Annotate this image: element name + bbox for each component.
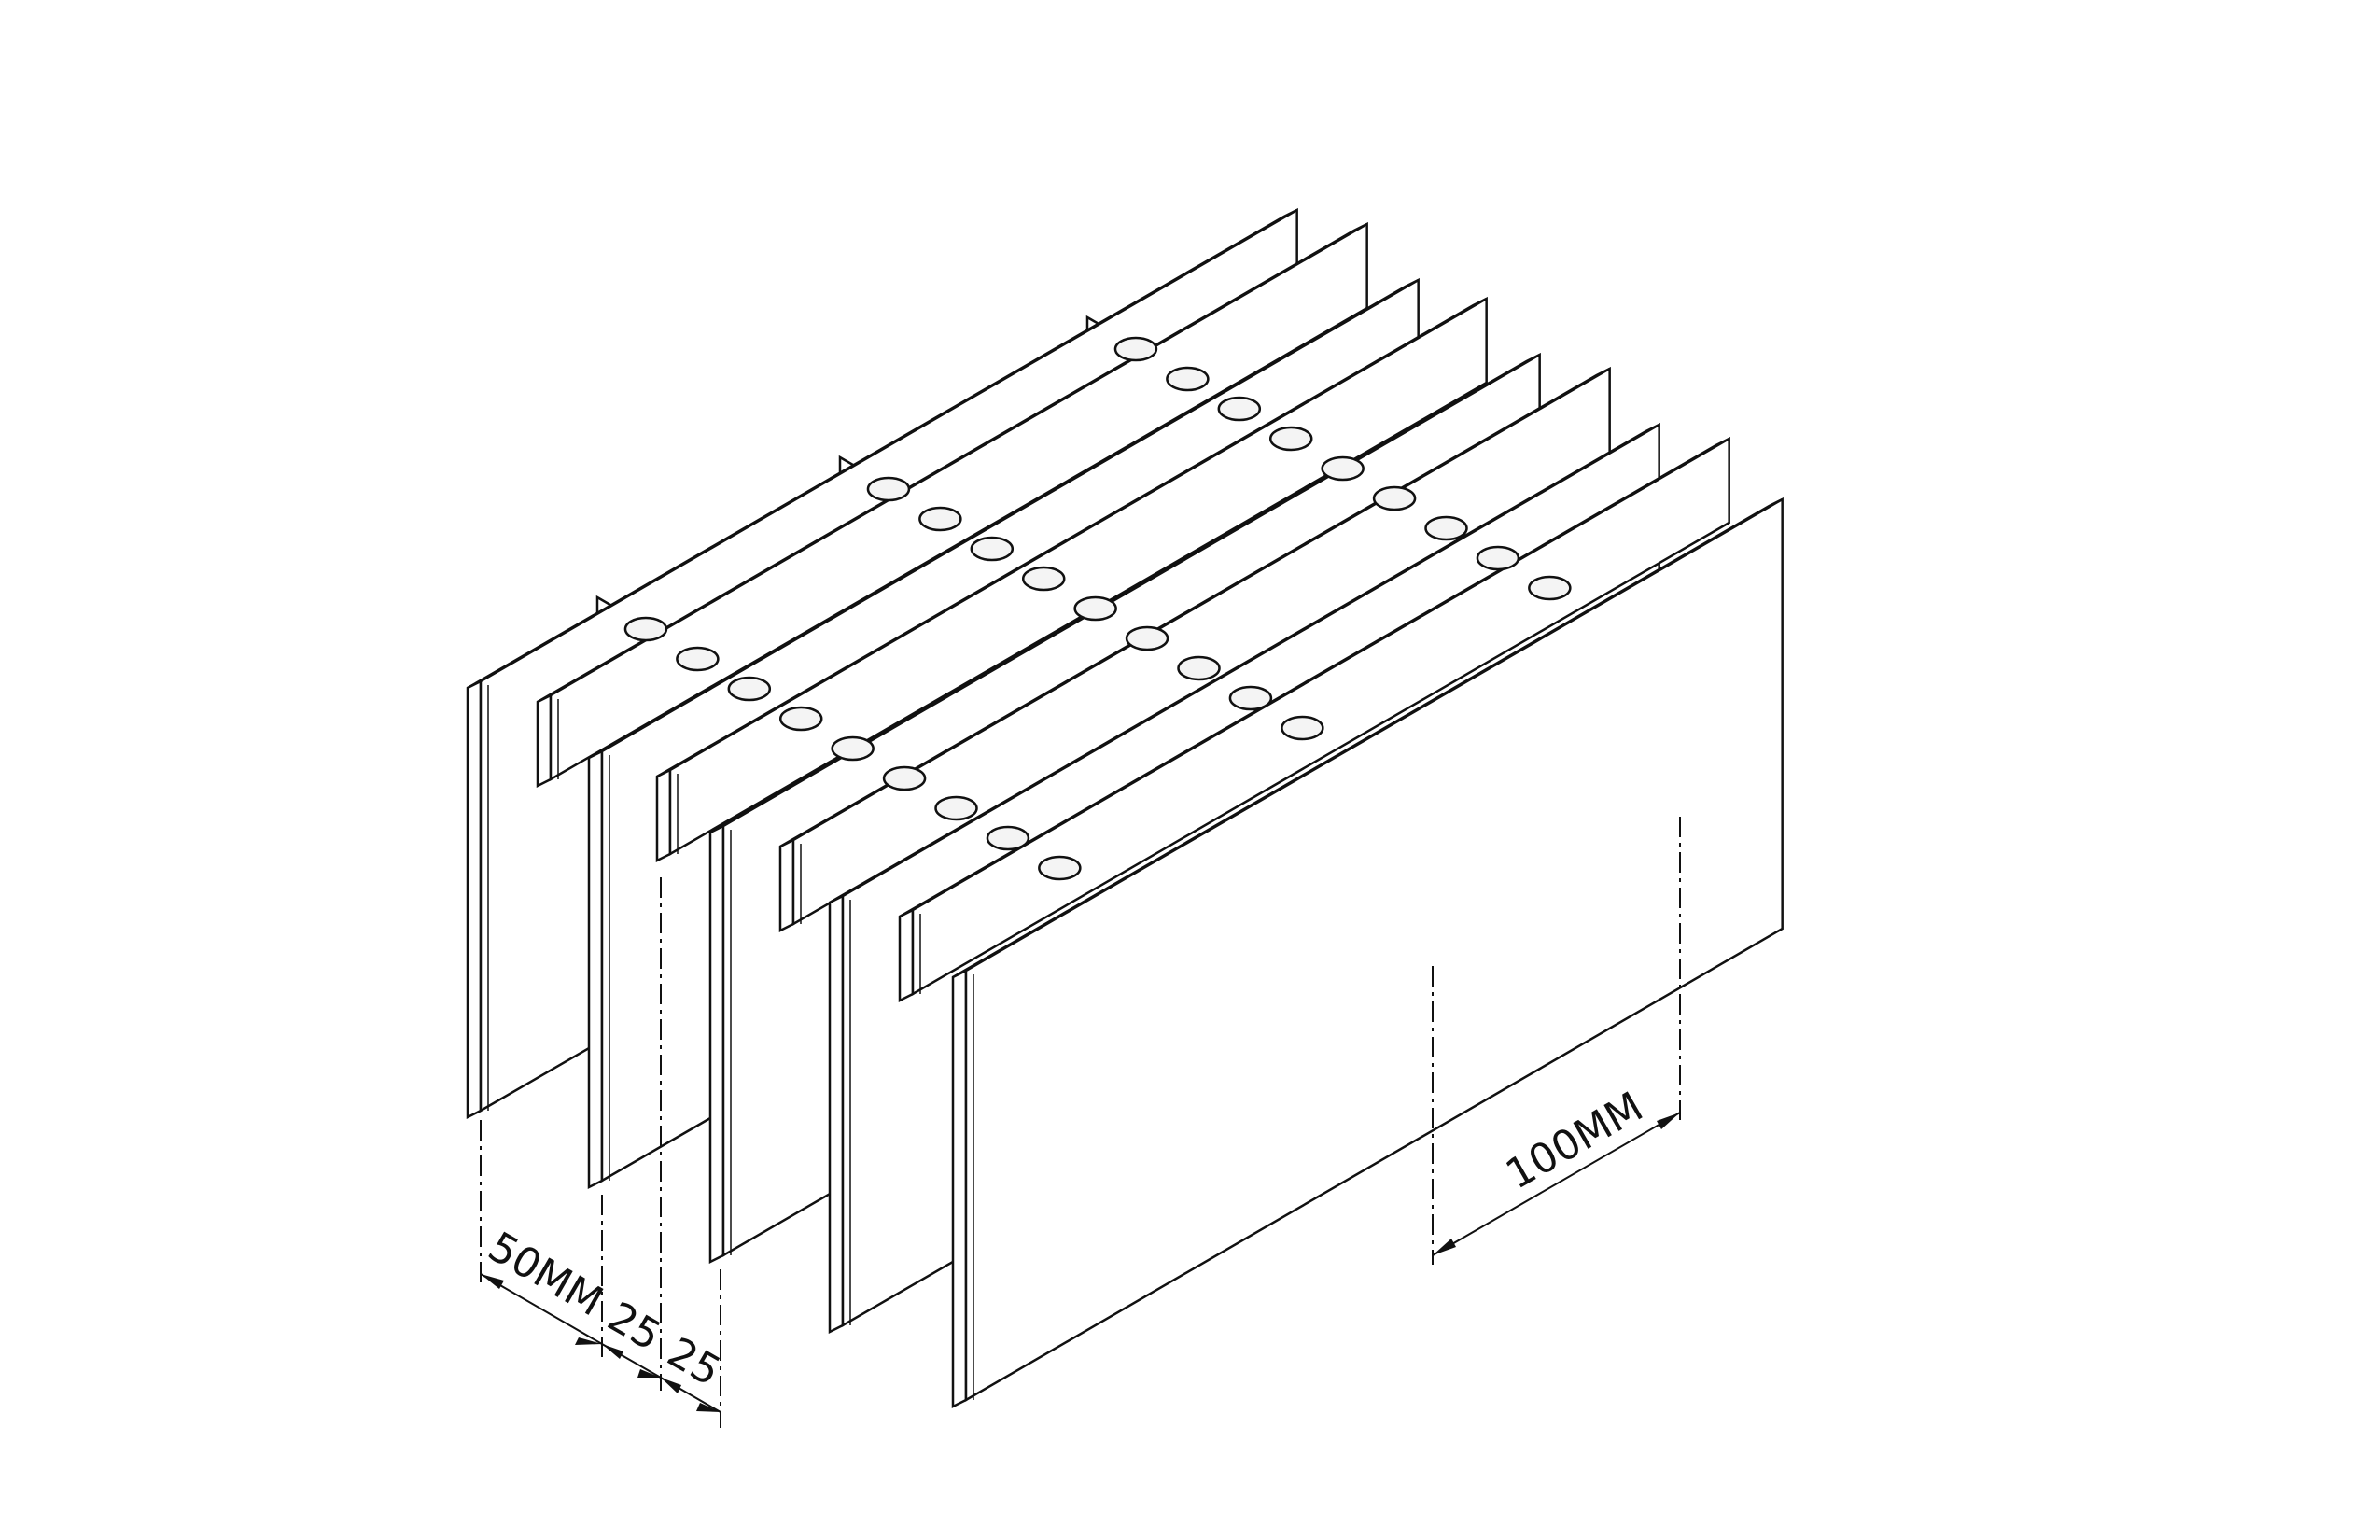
weld-node bbox=[918, 506, 962, 532]
weld-node bbox=[1372, 485, 1417, 511]
arrowhead bbox=[1433, 1239, 1456, 1255]
weld-node bbox=[1021, 566, 1066, 592]
arrowhead bbox=[696, 1403, 721, 1412]
bar-end-face bbox=[778, 837, 795, 933]
weld-node bbox=[1281, 715, 1324, 741]
arrowhead bbox=[661, 1378, 681, 1393]
bar-end-face bbox=[951, 968, 968, 1409]
bar-end-face bbox=[898, 907, 915, 1003]
weld-node bbox=[1125, 625, 1169, 651]
weld-node bbox=[1424, 515, 1468, 541]
weld-node bbox=[882, 765, 927, 791]
weld-node bbox=[1073, 595, 1117, 622]
arrowhead bbox=[575, 1337, 602, 1345]
bar-end-face bbox=[466, 679, 483, 1120]
weld-node bbox=[1228, 685, 1273, 711]
bearing-bars bbox=[466, 207, 1784, 1409]
weld-node bbox=[831, 735, 875, 762]
weld-node bbox=[1038, 855, 1082, 881]
arrowhead bbox=[481, 1274, 504, 1289]
weld-node bbox=[1166, 366, 1210, 392]
bar-face bbox=[911, 436, 1730, 997]
dimension-line-100 bbox=[1432, 1112, 1681, 1256]
weld-node bbox=[1476, 545, 1520, 571]
arrowhead bbox=[1657, 1113, 1680, 1129]
bar-face bbox=[964, 497, 1784, 1403]
weld-node bbox=[1217, 396, 1262, 422]
bar-end-face bbox=[655, 767, 672, 863]
weld-node bbox=[778, 706, 823, 732]
arrowhead bbox=[637, 1369, 661, 1378]
weld-node bbox=[727, 676, 772, 702]
weld-nodes bbox=[623, 336, 1572, 881]
weld-node bbox=[1113, 336, 1158, 362]
weld-node bbox=[934, 795, 978, 821]
weld-node bbox=[1268, 426, 1313, 452]
bar-end-face bbox=[587, 749, 604, 1190]
weld-node bbox=[986, 825, 1030, 851]
dimension-label-100mm: 100MM bbox=[1498, 1083, 1651, 1198]
weld-node bbox=[1177, 655, 1221, 681]
weld-node bbox=[866, 476, 911, 502]
weld-node bbox=[676, 646, 720, 672]
arrowhead bbox=[602, 1344, 623, 1359]
bar-end-face bbox=[536, 693, 553, 789]
bearing-bar bbox=[898, 436, 1730, 1003]
bar-end-face bbox=[708, 823, 725, 1265]
weld-node bbox=[623, 616, 668, 642]
dimension-lines bbox=[480, 817, 1681, 1428]
weld-node bbox=[1528, 575, 1572, 601]
weld-node bbox=[1321, 455, 1365, 482]
weld-node bbox=[970, 536, 1015, 562]
bearing-bar bbox=[536, 221, 1368, 789]
bearing-bar bbox=[951, 497, 1784, 1409]
bar-end-face bbox=[828, 893, 845, 1335]
